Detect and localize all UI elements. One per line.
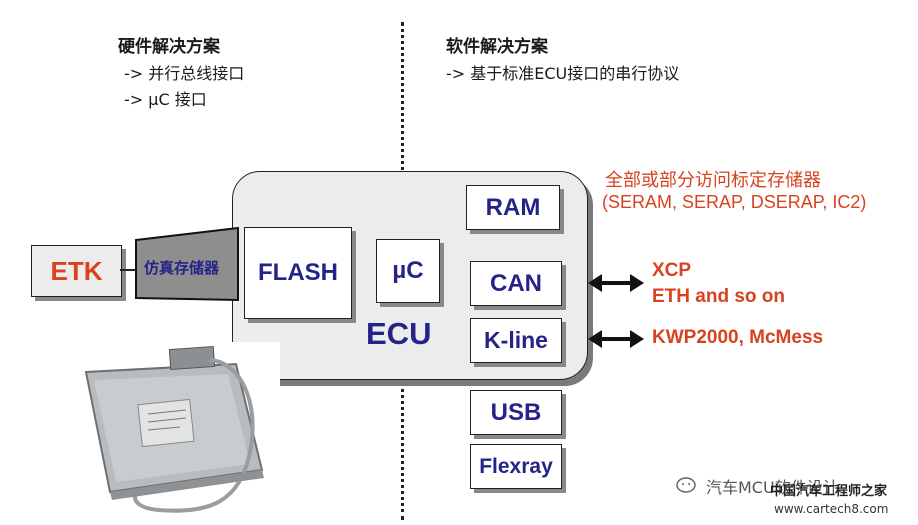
ram-box: RAM: [466, 185, 560, 230]
usb-box: USB: [470, 390, 562, 435]
hardware-solution-heading: 硬件解决方案: [118, 37, 220, 57]
emulation-memory-label: 仿真存储器: [144, 259, 220, 277]
hardware-solution-line-1: -> 并行总线接口: [124, 64, 245, 83]
can-protocol-eth: ETH and so on: [652, 286, 785, 307]
software-solution-line-1: -> 基于标准ECU接口的串行协议: [446, 64, 680, 83]
kline-box: K-line: [470, 318, 562, 363]
watermark-site-name: 中国汽车工程师之家: [770, 484, 888, 499]
emulation-memory-shape: [120, 226, 239, 302]
watermark-url: www.cartech8.com: [774, 502, 889, 516]
can-double-arrow-icon: [588, 274, 644, 292]
etk-device-photo: [40, 342, 280, 522]
can-protocol-xcp: XCP: [652, 260, 692, 281]
watermark-title: 汽车MCU软件设计: [706, 478, 839, 497]
kline-double-arrow-icon: [588, 330, 644, 348]
wechat-icon: [676, 477, 696, 493]
etk-box: ETK: [31, 245, 122, 297]
hardware-solution-line-2: -> µC 接口: [124, 90, 207, 109]
calibration-methods-text: (SERAM, SERAP, DSERAP, IC2): [602, 192, 867, 212]
flash-box: FLASH: [244, 227, 352, 319]
flexray-box: Flexray: [470, 444, 562, 489]
software-solution-heading: 软件解决方案: [446, 37, 548, 57]
kline-protocol-text: KWP2000, McMess: [652, 327, 824, 348]
calibration-access-text: 全部或部分访问标定存储器: [605, 170, 821, 190]
ecu-label: ECU: [366, 316, 432, 351]
uc-box: µC: [376, 239, 440, 303]
can-box: CAN: [470, 261, 562, 306]
